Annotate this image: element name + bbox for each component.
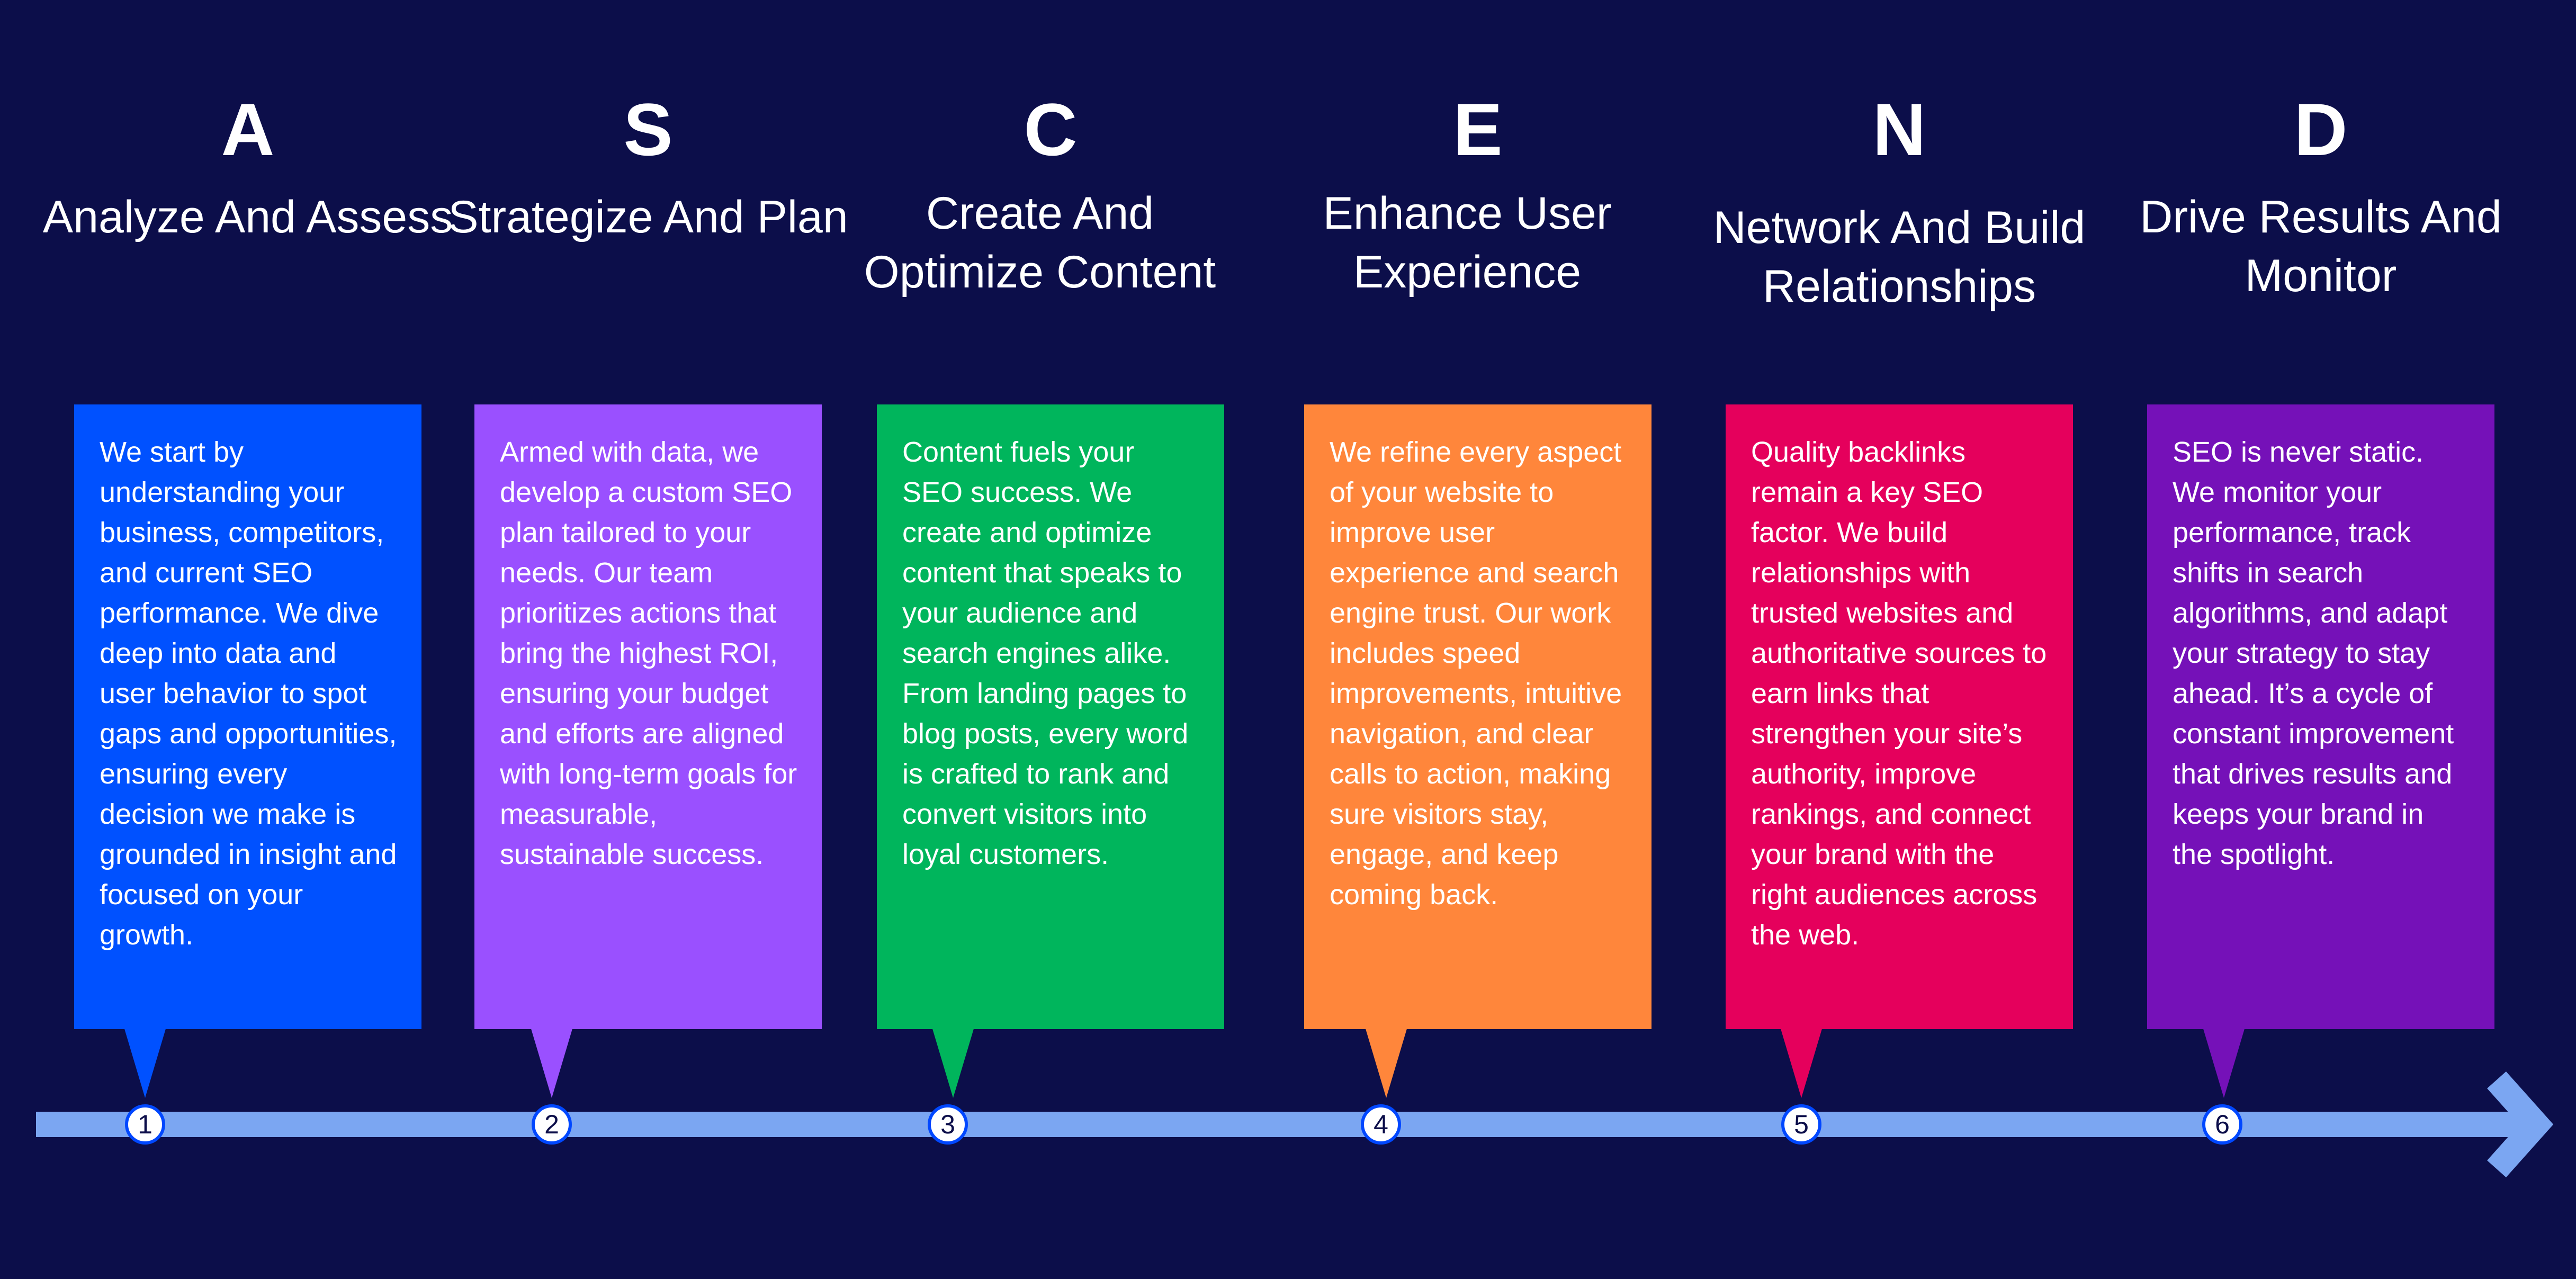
step-number-3: 3 (928, 1104, 968, 1145)
step-card: SEO is never static. We monitor your per… (2147, 404, 2494, 1029)
step-6: D Drive Results And Monitor SEO is never… (2140, 0, 2502, 1279)
step-5: N Network And Build Relationships Qualit… (1713, 0, 2085, 1279)
step-card: Quality backlinks remain a key SEO facto… (1726, 404, 2073, 1029)
step-letter: D (2294, 88, 2348, 171)
step-3-pointer (932, 1027, 974, 1098)
step-5-pointer (1780, 1027, 1823, 1098)
step-card: We start by understanding your business,… (74, 404, 421, 1029)
step-description: Content fuels your SEO success. We creat… (902, 436, 1189, 870)
step-card: Content fuels your SEO success. We creat… (877, 404, 1224, 1029)
step-letter: S (623, 88, 673, 171)
step-3: C Create And Optimize Content Content fu… (864, 0, 1224, 1279)
step-number-5: 5 (1781, 1104, 1821, 1145)
step-letter: E (1453, 88, 1503, 171)
step-title: Strategize And Plan (448, 192, 848, 242)
step-2-pointer (531, 1027, 573, 1098)
step-title: Enhance User Experience (1323, 188, 1612, 298)
step-description: SEO is never static. We monitor your per… (2173, 436, 2454, 870)
step-4-pointer (1365, 1027, 1407, 1098)
timeline-arrowhead (2487, 1071, 2554, 1177)
step-title: Network And Build Relationships (1713, 202, 2086, 312)
step-card: Armed with data, we develop a custom SEO… (474, 404, 822, 1029)
step-6-pointer (2203, 1027, 2245, 1098)
step-4: E Enhance User Experience We refine ever… (1304, 0, 1651, 1279)
step-description: Armed with data, we develop a custom SEO… (500, 436, 797, 870)
step-letter: A (221, 88, 275, 171)
step-description: We start by understanding your business,… (100, 436, 397, 951)
step-letter: C (1024, 88, 1078, 171)
step-card: We refine every aspect of your website t… (1304, 404, 1651, 1029)
step-1: A Analyze And Assess We start by underst… (43, 0, 453, 1279)
step-description: We refine every aspect of your website t… (1330, 436, 1622, 911)
step-2: S Strategize And Plan Armed with data, w… (448, 0, 848, 1279)
step-letter: N (1872, 88, 1926, 171)
step-description: Quality backlinks remain a key SEO facto… (1751, 436, 2047, 951)
step-title: Create And Optimize Content (864, 188, 1216, 298)
step-number-1: 1 (125, 1104, 165, 1145)
step-title: Drive Results And Monitor (2140, 192, 2502, 301)
step-1-pointer (124, 1027, 166, 1098)
step-number-2: 2 (532, 1104, 572, 1145)
step-title: Analyze And Assess (42, 192, 453, 242)
step-number-6: 6 (2202, 1104, 2242, 1145)
step-number-4: 4 (1361, 1104, 1401, 1145)
